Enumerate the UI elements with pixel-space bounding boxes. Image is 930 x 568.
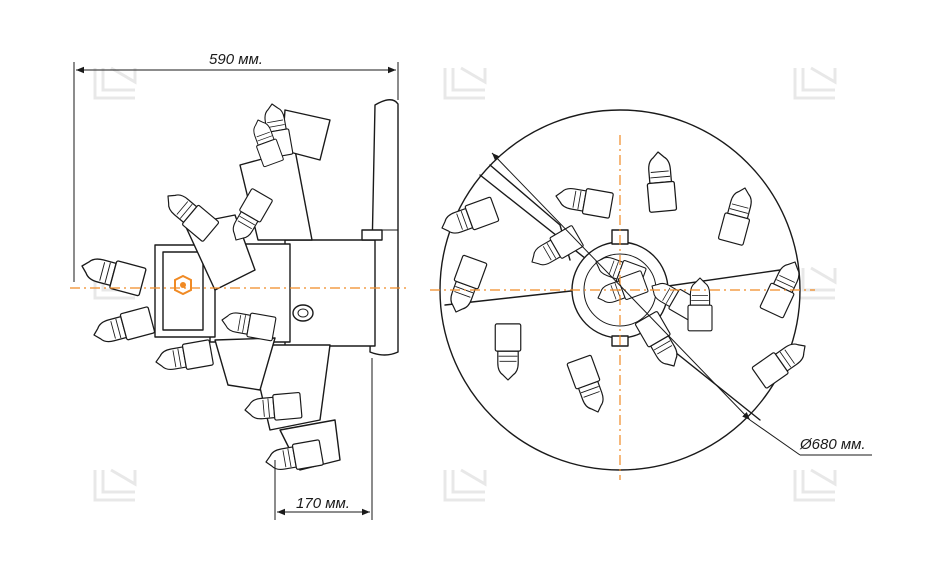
width-dimension-label: 170 мм. (296, 495, 350, 512)
hexagon-logo-icon (174, 274, 192, 296)
diameter-dimension-label: Ø680 мм. (799, 436, 866, 453)
front-view: Ø680 мм. (430, 109, 872, 480)
side-view: 590 мм. 170 мм. (70, 51, 410, 520)
length-dimension-label: 590 мм. (209, 51, 263, 68)
